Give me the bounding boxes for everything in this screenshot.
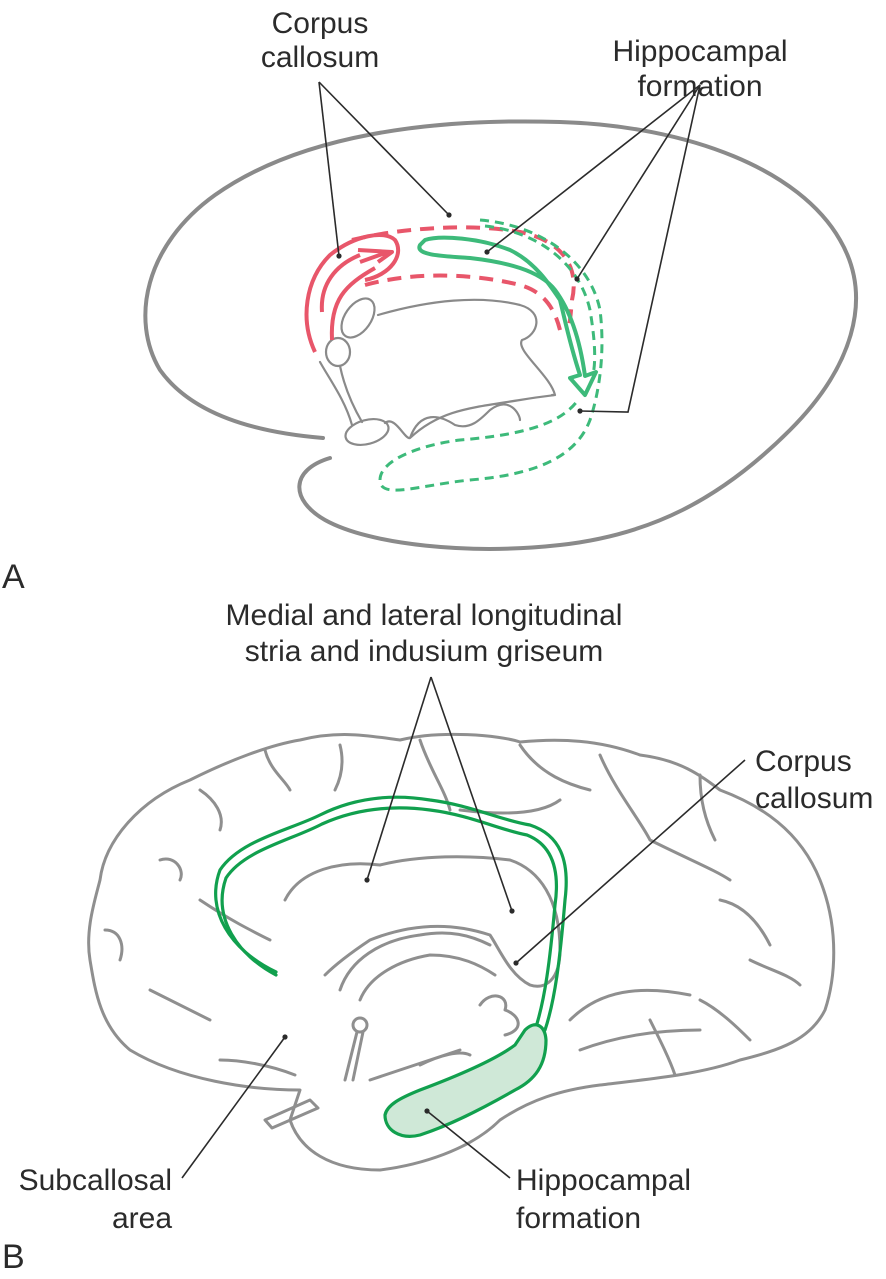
panel-a-label-cc-line2: callosum xyxy=(261,41,379,74)
panel-a-leader-cc-right xyxy=(318,81,450,216)
panel-b-stalk-and-nerve xyxy=(263,1030,365,1130)
panel-b-dot-hf xyxy=(424,1108,430,1114)
panel-a-dot-hf-1 xyxy=(484,249,490,255)
panel-a-leader-cc-left xyxy=(318,81,340,257)
panel-b-hippocampus xyxy=(383,1023,548,1138)
panel-a-corpus-callosum-dashed-bottom xyxy=(364,273,562,331)
panel-b-dot-cc xyxy=(513,960,519,966)
panel-a-hippocampal-solid xyxy=(417,235,598,397)
panel-b-leader-subcallosal xyxy=(181,1036,286,1179)
panel-b-label-cc-line1: Corpus xyxy=(755,745,852,778)
panel-a-corpus-callosum-inner xyxy=(329,266,376,341)
panel-a-leader-hf-2 xyxy=(576,84,701,280)
panel-b-label-hf-line1: Hippocampal xyxy=(516,1164,691,1197)
panel-b-gyri-creases xyxy=(103,738,802,1077)
panel-a-hemisphere-outline xyxy=(143,119,858,551)
panel-a-hippocampal-dashed-outer xyxy=(378,218,604,492)
panel-b-label-subcallosal-line1: Subcallosal xyxy=(19,1164,172,1197)
panel-b-mammillary xyxy=(351,1016,369,1034)
panel-a-leader-hf-3 xyxy=(579,84,701,413)
panel-b-leader-hf xyxy=(426,1110,511,1179)
panel-a-dot-hf-2 xyxy=(574,276,580,282)
panel-b-brainstem-folds xyxy=(368,994,520,1082)
panel-a-dot-cc-left xyxy=(336,253,342,259)
panel-a-temporal-inner xyxy=(383,393,556,440)
panel-b-leader-cc xyxy=(515,759,746,964)
panel-b-label-stria-line2: stria and indusium griseum xyxy=(245,635,604,668)
panel-b-label-subcallosal-line2: area xyxy=(112,1202,172,1235)
panel-b-dot-subcallosal xyxy=(282,1034,288,1040)
panel-b-leader-stria-1 xyxy=(366,676,432,881)
panel-b-stria-outer xyxy=(214,795,568,1032)
panel-b-label-hf-line2: formation xyxy=(516,1202,641,1235)
panel-a-ellipse-lower xyxy=(344,417,390,447)
panel-a-fornix-body xyxy=(376,298,557,397)
panel-a-corpus-callosum-arrow xyxy=(357,248,394,264)
panel-b-label-stria-line1: Medial and lateral longitudinal xyxy=(226,599,623,632)
panel-b-cerebellum-ridge xyxy=(568,988,702,1052)
panel-a-dot-cc-right xyxy=(446,212,452,218)
panel-a-letter: A xyxy=(2,558,25,596)
panel-a-stalk xyxy=(318,360,364,427)
panel-b-letter: B xyxy=(2,1238,25,1276)
panel-a-corpus-callosum-mid xyxy=(319,253,361,313)
panel-a-label-hf-line1: Hippocampal xyxy=(612,35,787,68)
panel-b-brain-outline xyxy=(87,732,836,1172)
panel-a-ellipse-mid xyxy=(324,336,352,368)
panel-b-dot-stria-2 xyxy=(509,908,515,914)
panel-b-dot-stria-1 xyxy=(364,877,370,883)
panel-a-dot-hf-3 xyxy=(577,408,583,414)
panel-a: Corpus callosum Hippocampal formation A xyxy=(2,7,858,596)
panel-b-stria-inner xyxy=(220,806,559,1032)
panel-b-leader-stria-2 xyxy=(430,676,513,912)
panel-b: Medial and lateral longitudinal stria an… xyxy=(2,599,873,1276)
panel-b-inner-arches xyxy=(338,931,497,1002)
panel-b-label-cc-line2: callosum xyxy=(755,782,873,815)
panel-b-fornix-thalamus xyxy=(283,855,562,988)
panel-a-label-hf-line2: formation xyxy=(637,70,762,103)
panel-a-label-cc-line1: Corpus xyxy=(272,7,369,40)
panel-a-ellipse-upper xyxy=(340,297,376,339)
panel-a-leader-hf-1 xyxy=(486,84,701,253)
